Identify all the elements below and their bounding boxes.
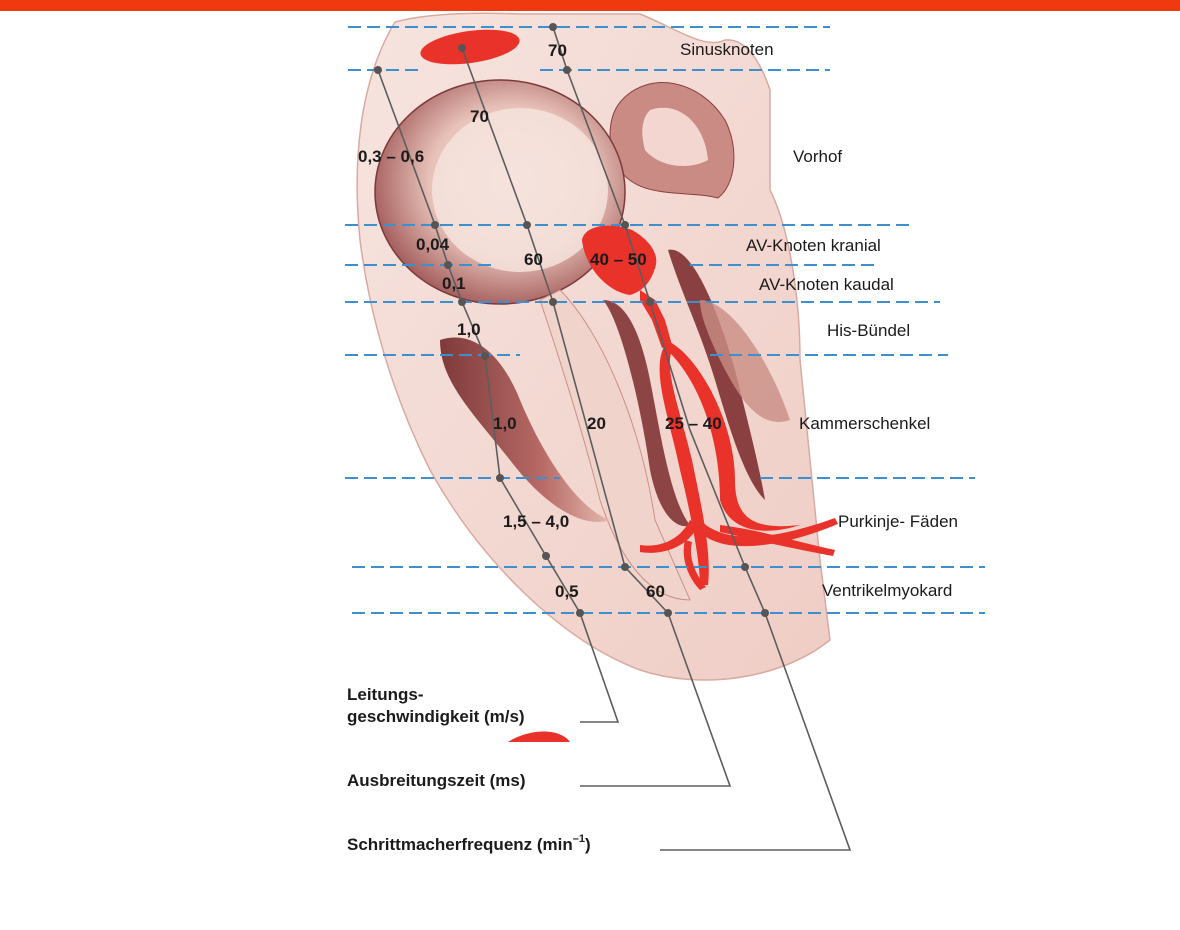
leader-dot: [761, 609, 769, 617]
leader-line: [377, 69, 620, 723]
leader-dot: [621, 221, 629, 229]
leader-dot: [523, 221, 531, 229]
av-kaudal-time-value: 60: [524, 250, 543, 269]
top-accent-bar: [0, 0, 1180, 11]
sinus-node: [420, 29, 520, 65]
label-av-kranial: AV-Knoten kranial: [746, 236, 881, 255]
leader-dot: [458, 298, 466, 306]
ventricle-muscle-right: [668, 249, 765, 500]
legend: Leitungs- geschwindigkeit (m/s) Ausbreit…: [347, 685, 591, 854]
structure-labels: Sinusknoten Vorhof AV-Knoten kranial AV-…: [680, 40, 958, 600]
leader-dot: [646, 298, 654, 306]
purkinje-fibers-b: [720, 525, 835, 556]
leader-dot: [496, 474, 504, 482]
ventrikel-time-value: 60: [646, 582, 665, 601]
av-kaudal-velocity-value: 0,1: [442, 274, 466, 293]
leader-dot: [444, 261, 452, 269]
leader-line: [552, 26, 852, 851]
legend-rate: Schrittmacherfrequenz (min–1): [347, 833, 591, 854]
leader-dot: [458, 44, 466, 52]
atrium-highlight: [432, 108, 608, 272]
value-labels: 70 70 0,3 – 0,6 0,04 0,1 60 40 – 50 1,0 …: [358, 41, 722, 601]
purkinje-velocity-value: 1,5 – 4,0: [503, 512, 569, 531]
leader-dot: [549, 23, 557, 31]
label-purkinje: Purkinje- Fäden: [838, 512, 958, 531]
av-kranial-velocity-value: 0,04: [416, 235, 450, 254]
kammerschenkel-velocity-value: 1,0: [493, 414, 517, 433]
purkinje-fibers-c: [640, 520, 698, 553]
purkinje-fibers-d: [683, 540, 706, 590]
septum: [539, 289, 691, 601]
leader-dot: [431, 221, 439, 229]
label-sinusknoten: Sinusknoten: [680, 40, 774, 59]
left-bundle-branch: [665, 340, 800, 531]
velocity-leader: [374, 66, 620, 723]
ventricle-muscle-mid: [603, 300, 690, 527]
vorhof-time-value: 70: [470, 107, 489, 126]
label-vorhof: Vorhof: [793, 147, 842, 166]
leader-dot: [576, 609, 584, 617]
his-velocity-value: 1,0: [457, 320, 481, 339]
leader-dot: [741, 563, 749, 571]
leader-dot: [542, 552, 550, 560]
vorhof-velocity-value: 0,3 – 0,6: [358, 147, 424, 166]
legend-velocity-line2: geschwindigkeit (m/s): [347, 707, 525, 726]
leader-dot: [481, 352, 489, 360]
ventricle-muscle-left: [440, 337, 610, 522]
legend-rate-close: ): [585, 835, 591, 854]
leader-dot: [664, 609, 672, 617]
label-his-buendel: His-Bündel: [827, 321, 910, 340]
leader-dot: [374, 66, 382, 74]
ventrikel-velocity-value: 0,5: [555, 582, 579, 601]
legend-red-swatch: [508, 731, 570, 742]
right-atrium-inner: [642, 107, 708, 166]
kammerschenkel-rate-value: 25 – 40: [665, 414, 722, 433]
legend-rate-superscript: –1: [573, 833, 585, 845]
label-kammerschenkel: Kammerschenkel: [799, 414, 930, 433]
leader-dot: [563, 66, 571, 74]
kammerschenkel-time-value: 20: [587, 414, 606, 433]
label-av-kaudal: AV-Knoten kaudal: [759, 275, 894, 294]
legend-time: Ausbreitungszeit (ms): [347, 771, 526, 790]
rate-leader: [549, 23, 852, 851]
av-kaudal-rate-value: 40 – 50: [590, 250, 647, 269]
legend-velocity-line1: Leitungs-: [347, 685, 424, 704]
sinus-rate-value: 70: [548, 41, 567, 60]
label-ventrikelmyokard: Ventrikelmyokard: [822, 581, 952, 600]
leader-dot: [549, 298, 557, 306]
legend-rate-text: Schrittmacherfrequenz (min: [347, 835, 573, 854]
av-node: [582, 225, 657, 295]
time-leader: [458, 44, 732, 787]
papillary-muscle: [700, 300, 790, 422]
leader-dot: [621, 563, 629, 571]
